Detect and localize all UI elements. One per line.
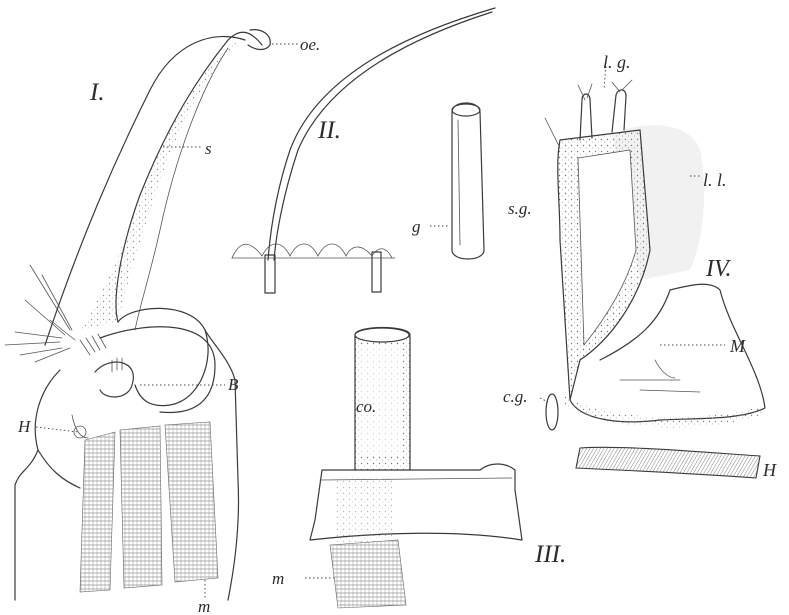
label-B: B [228, 375, 239, 394]
label-sg: s.g. [508, 199, 532, 218]
figure-2: II. g [232, 8, 495, 293]
figure-label-2: II. [317, 117, 341, 144]
label-ll: l. l. [703, 170, 727, 190]
label-m-fig1: m [198, 597, 210, 615]
figure-label-3: III. [534, 541, 566, 568]
label-oe: oe. [300, 35, 320, 54]
label-lg: l. g. [603, 52, 631, 72]
figure-label-4: IV. [705, 256, 732, 282]
label-H-fig1: H [17, 417, 32, 436]
muscle-bands [80, 422, 218, 592]
label-g: g [412, 217, 421, 236]
label-s: s [205, 139, 212, 158]
label-m-fig3: m [272, 569, 284, 588]
label-H-fig4: H [762, 460, 777, 480]
figure-1: I. oe. s B H m [5, 30, 320, 615]
label-co: co. [356, 397, 376, 416]
label-cg: c.g. [503, 387, 528, 406]
figure-label-1: I. [89, 79, 105, 106]
figure-3: co. m III. [272, 328, 566, 609]
figure-4: l. g. l. l. s.g. IV. M c.g. H [503, 52, 777, 480]
label-M: M [729, 336, 746, 356]
